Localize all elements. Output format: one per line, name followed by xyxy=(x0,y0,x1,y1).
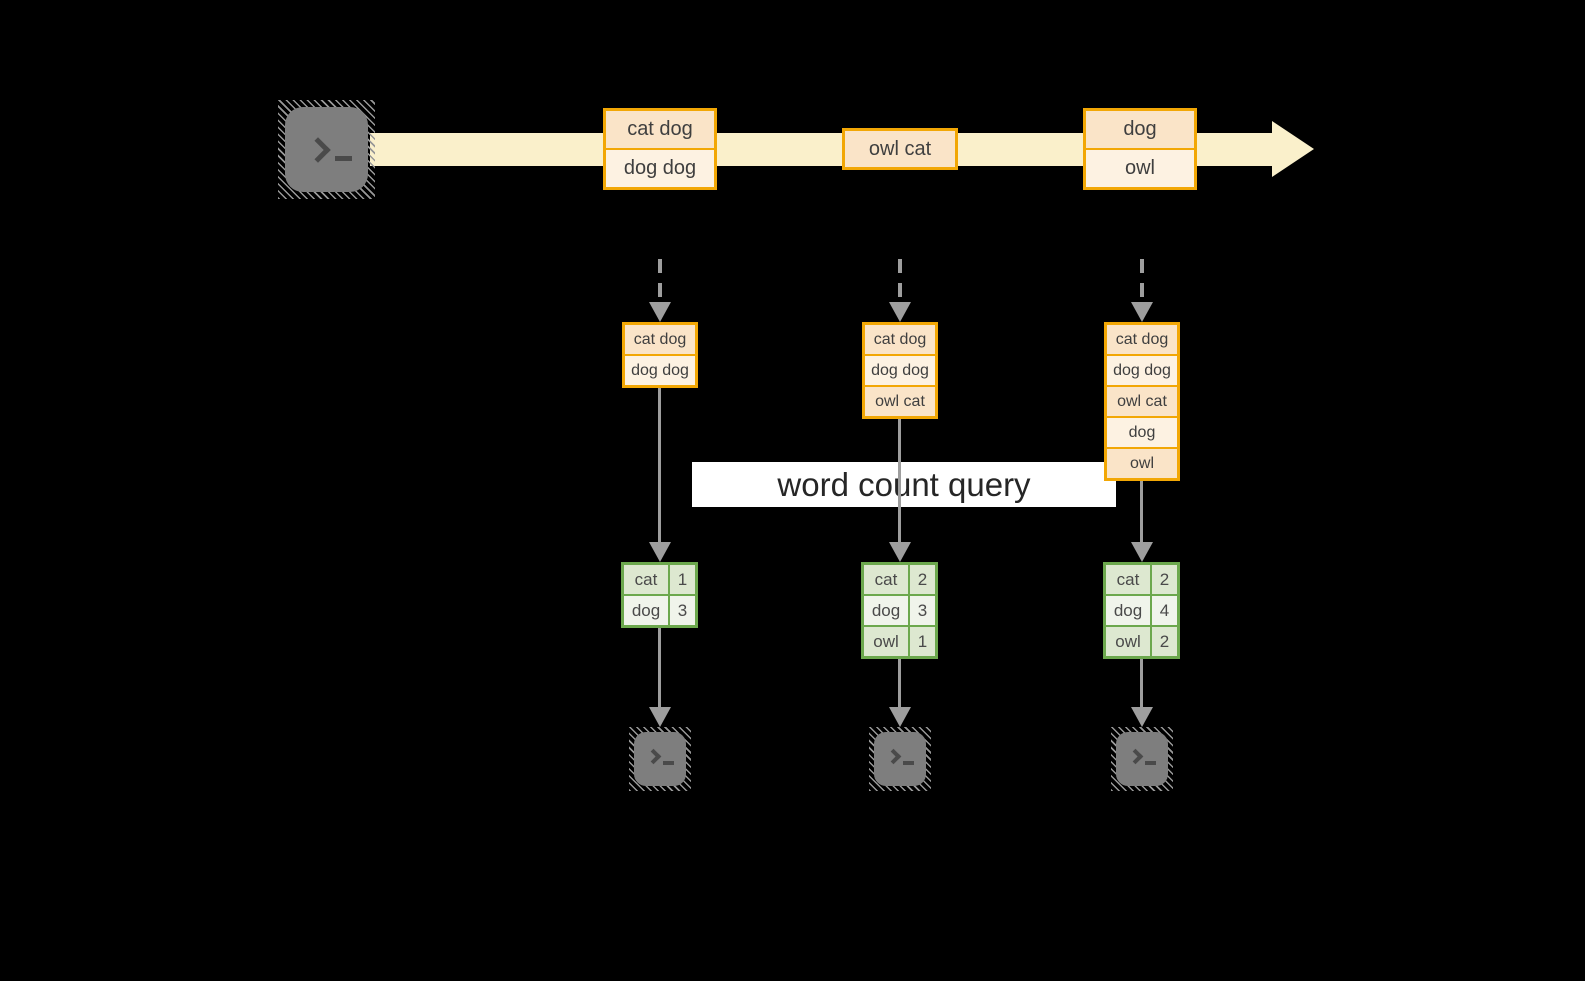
arrowhead-icon xyxy=(889,707,911,727)
count-value: 3 xyxy=(677,601,688,620)
arrowhead-icon xyxy=(1131,707,1153,727)
terminal-screen xyxy=(285,107,368,192)
count-row: dog 3 xyxy=(624,594,695,625)
query-arrow xyxy=(898,419,901,542)
count-value: 2 xyxy=(1159,570,1170,589)
stream-message: owl cat xyxy=(845,131,955,167)
prompt-chevron-icon xyxy=(885,748,902,765)
stream-message-batch-1: cat dog dog dog xyxy=(603,108,717,190)
stream-arrowhead-icon xyxy=(1272,121,1314,177)
stream-message-batch-3: dog owl xyxy=(1083,108,1197,190)
received-message: owl cat xyxy=(865,385,935,416)
count-value: 4 xyxy=(1159,601,1170,620)
count-word: owl xyxy=(864,627,910,656)
arrowhead-icon xyxy=(649,707,671,727)
count-word: dog xyxy=(1106,596,1152,625)
ingest-dashed-arrow xyxy=(898,259,902,303)
count-value: 3 xyxy=(917,601,928,620)
count-row: owl 2 xyxy=(1106,625,1177,656)
count-row: cat 1 xyxy=(624,565,695,594)
count-row: cat 2 xyxy=(1106,565,1177,594)
prompt-underscore-icon xyxy=(663,761,674,765)
stream-message-batch-2: owl cat xyxy=(842,128,958,170)
sink-terminal-icon xyxy=(629,727,691,791)
received-message: cat dog xyxy=(1107,325,1177,354)
prompt-chevron-icon xyxy=(305,137,331,163)
received-message: cat dog xyxy=(625,325,695,354)
ingest-dashed-arrow xyxy=(1140,259,1144,303)
received-message: owl cat xyxy=(1107,385,1177,416)
terminal-screen xyxy=(634,732,686,786)
sink-terminal-icon xyxy=(1111,727,1173,791)
received-message: owl xyxy=(1107,447,1177,478)
query-arrow xyxy=(1140,481,1143,542)
word-count-query-label: word count query xyxy=(692,462,1116,507)
arrowhead-icon xyxy=(1131,302,1153,322)
count-word: cat xyxy=(624,565,670,594)
count-table-1: cat 1 dog 3 xyxy=(621,562,698,628)
count-word: cat xyxy=(864,565,910,594)
arrowhead-icon xyxy=(889,542,911,562)
count-word: dog xyxy=(864,596,910,625)
stream-message: dog dog xyxy=(606,148,714,187)
terminal-screen xyxy=(874,732,926,786)
prompt-underscore-icon xyxy=(1145,761,1156,765)
received-message: dog dog xyxy=(625,354,695,385)
received-message: dog dog xyxy=(865,354,935,385)
arrowhead-icon xyxy=(649,302,671,322)
prompt-underscore-icon xyxy=(903,761,914,765)
source-terminal-icon xyxy=(278,100,375,199)
sink-terminal-icon xyxy=(869,727,931,791)
arrowhead-icon xyxy=(649,542,671,562)
count-row: owl 1 xyxy=(864,625,935,656)
count-value: 1 xyxy=(677,570,688,589)
prompt-chevron-icon xyxy=(1127,748,1144,765)
count-row: dog 3 xyxy=(864,594,935,625)
terminal-screen xyxy=(1116,732,1168,786)
received-stack-3: cat dog dog dog owl cat dog owl xyxy=(1104,322,1180,481)
count-value: 1 xyxy=(917,632,928,651)
stream-message: owl xyxy=(1086,148,1194,187)
stream-message: cat dog xyxy=(606,111,714,148)
count-table-2: cat 2 dog 3 owl 1 xyxy=(861,562,938,659)
output-arrow xyxy=(898,659,901,707)
received-message: cat dog xyxy=(865,325,935,354)
arrowhead-icon xyxy=(889,302,911,322)
count-row: dog 4 xyxy=(1106,594,1177,625)
prompt-underscore-icon xyxy=(335,156,352,161)
query-arrow xyxy=(658,388,661,542)
count-value: 2 xyxy=(1159,632,1170,651)
count-value: 2 xyxy=(917,570,928,589)
received-stack-1: cat dog dog dog xyxy=(622,322,698,388)
output-arrow xyxy=(1140,659,1143,707)
count-word: dog xyxy=(624,596,670,625)
prompt-chevron-icon xyxy=(645,748,662,765)
count-word: owl xyxy=(1106,627,1152,656)
count-table-3: cat 2 dog 4 owl 2 xyxy=(1103,562,1180,659)
arrowhead-icon xyxy=(1131,542,1153,562)
received-stack-2: cat dog dog dog owl cat xyxy=(862,322,938,419)
count-word: cat xyxy=(1106,565,1152,594)
received-message: dog dog xyxy=(1107,354,1177,385)
ingest-dashed-arrow xyxy=(658,259,662,303)
received-message: dog xyxy=(1107,416,1177,447)
output-arrow xyxy=(658,628,661,707)
count-row: cat 2 xyxy=(864,565,935,594)
stream-message: dog xyxy=(1086,111,1194,148)
